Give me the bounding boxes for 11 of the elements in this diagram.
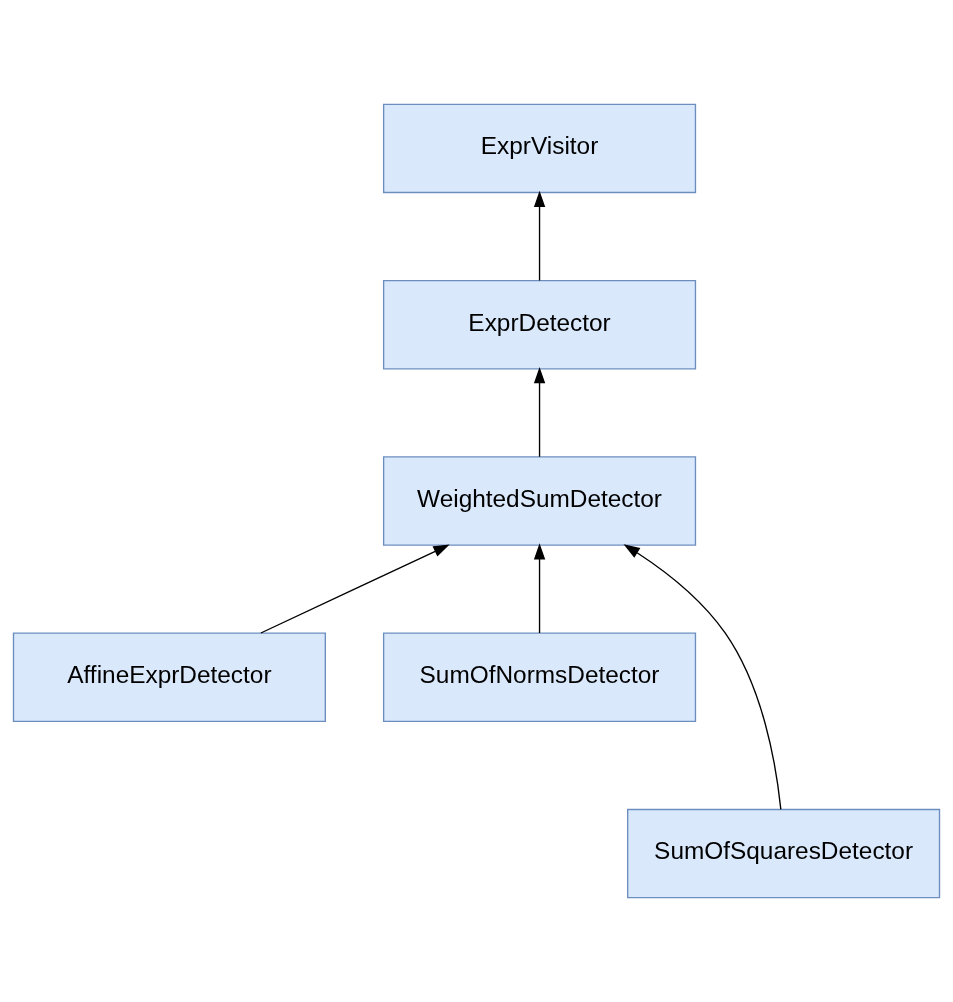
node-box: SumOfNormsDetector bbox=[382, 632, 697, 722]
arrow bbox=[533, 543, 546, 634]
node-box: SumOfSquaresDetector bbox=[627, 808, 941, 899]
arrow bbox=[533, 367, 546, 458]
arrow bbox=[623, 544, 782, 811]
node-box: ExprDetector bbox=[382, 280, 697, 370]
arrow bbox=[533, 190, 546, 282]
node-box: AffineExprDetector bbox=[12, 632, 326, 722]
node-box: ExprVisitor bbox=[382, 103, 697, 194]
node-box: WeightedSumDetector bbox=[382, 456, 697, 546]
arrow bbox=[260, 544, 450, 634]
